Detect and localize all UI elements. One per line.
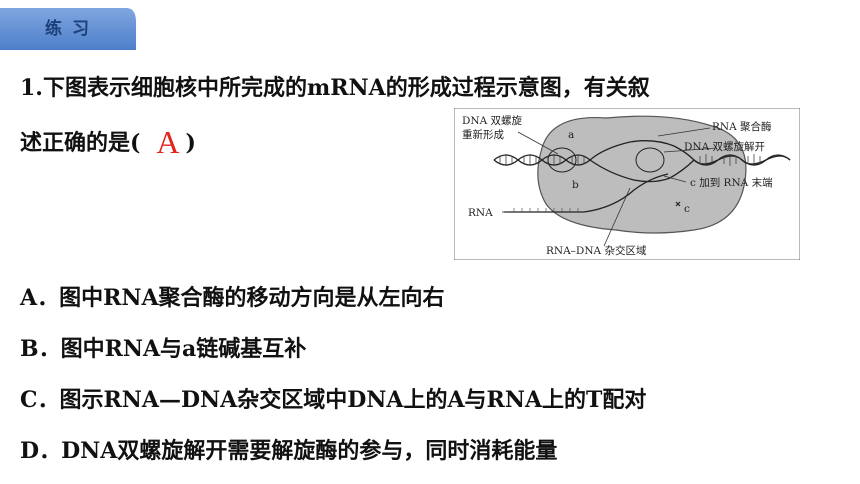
label-c-added: c 加到 RNA 末端 — [690, 176, 773, 189]
base-pairs — [499, 154, 761, 166]
question-close-paren: ) — [185, 130, 196, 156]
section-tab — [0, 8, 136, 50]
question-line-2: 述正确的是( A) — [20, 121, 196, 160]
option-d: D．DNA双螺旋解开需要解旋酶的参与，同时消耗能量 — [20, 438, 558, 464]
label-c: c — [684, 203, 690, 215]
label-b: b — [572, 179, 579, 191]
option-c: C．图示RNA—DNA杂交区域中DNA上的A与RNA上的T配对 — [20, 387, 647, 413]
dna-strand-bottom — [493, 154, 791, 183]
rewind-circle — [547, 147, 577, 173]
section-tab-label: 练 习 — [45, 19, 91, 39]
rna-bases — [513, 208, 579, 212]
option-a: A．图中RNA聚合酶的移动方向是从左向右 — [20, 285, 445, 311]
label-dna-unwind: DNA 双螺旋解开 — [684, 140, 765, 153]
transcription-diagram: DNA 双螺旋 重新形成 RNA 聚合酶 DNA 双螺旋解开 c 加到 RNA … — [454, 108, 800, 260]
question-line-2-text: 述正确的是( — [20, 130, 141, 156]
question-line-1: 1.下图表示细胞核中所完成的mRNA的形成过程示意图，有关叙 — [20, 75, 650, 101]
answer-mark: A — [156, 124, 180, 160]
unwind-circle — [635, 147, 665, 173]
rna-strand — [504, 173, 669, 213]
label-hybrid: RNA–DNA 杂交区域 — [546, 244, 647, 257]
option-b: B．图中RNA与a链碱基互补 — [20, 336, 307, 362]
label-a: a — [568, 129, 574, 141]
label-dna-rewind-2: 重新形成 — [462, 128, 504, 141]
free-nucleotide — [675, 201, 681, 207]
label-rna-polymerase: RNA 聚合酶 — [712, 120, 772, 133]
label-rna: RNA — [468, 207, 493, 219]
leader-lines — [502, 127, 717, 247]
label-dna-rewind-1: DNA 双螺旋 — [462, 114, 523, 127]
nucleus-region — [537, 115, 747, 234]
